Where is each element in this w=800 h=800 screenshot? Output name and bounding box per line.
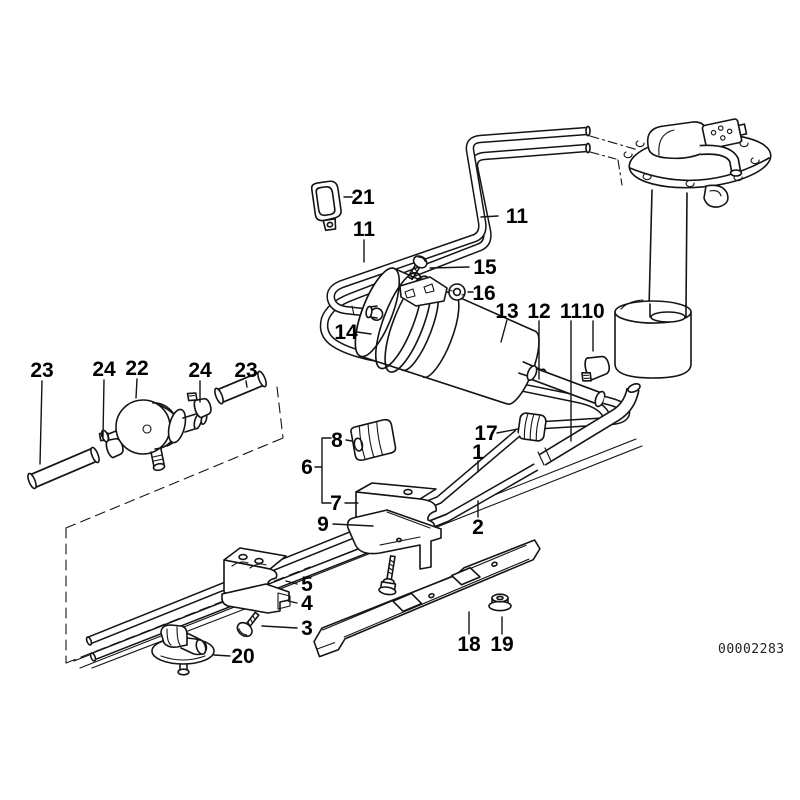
hose-12 — [526, 364, 606, 408]
filter-bracket-tab — [399, 276, 448, 307]
callout-12: 12 — [527, 300, 550, 323]
callout-20: 20 — [231, 645, 254, 668]
callout-22: 22 — [125, 357, 148, 380]
clamp-24-right — [186, 392, 212, 419]
callout-6: 6 — [301, 456, 313, 479]
grommet-17 — [517, 412, 547, 442]
callout-3: 3 — [301, 617, 313, 640]
fuel-sender-unit — [589, 118, 772, 379]
callout-1: 1 — [472, 441, 484, 464]
callout-16: 16 — [472, 282, 495, 305]
screw-3 — [236, 611, 260, 638]
callout-19: 19 — [490, 633, 513, 656]
document-number: 00002283 — [718, 642, 785, 657]
hose-23-right — [214, 370, 267, 405]
leader-lines — [39, 196, 594, 657]
hose-23-left — [27, 446, 100, 490]
callout-14: 14 — [334, 321, 358, 344]
fuel-filter-13 — [354, 267, 558, 405]
callout-8: 8 — [331, 429, 343, 452]
callout-7: 7 — [330, 492, 342, 515]
callout-11-upper-left: 11 — [353, 218, 376, 241]
bracket-plate-9 — [346, 509, 442, 570]
nut-16 — [448, 283, 466, 301]
callout-15: 15 — [473, 256, 497, 279]
callout-9: 9 — [317, 513, 329, 536]
callout-21: 21 — [351, 186, 375, 209]
callout-18: 18 — [457, 633, 481, 656]
callout-5: 5 — [301, 573, 313, 596]
bracket-plate-4 — [221, 583, 291, 614]
screw-long — [378, 555, 397, 596]
heat-shield-18 — [313, 539, 541, 658]
callout-24-left: 24 — [92, 358, 116, 381]
callout-13: 13 — [495, 300, 518, 323]
callout-4: 4 — [301, 592, 313, 615]
callout-23-right: 23 — [234, 359, 257, 382]
nut-19 — [488, 593, 512, 612]
pipe-clip-21 — [310, 180, 342, 232]
rubber-bush-8 — [350, 418, 397, 461]
fuel-pipe-pair-11 — [319, 125, 612, 422]
callout-24-right: 24 — [188, 359, 212, 382]
hose-clamp-10 — [581, 355, 611, 382]
callout-labels: 21 11 11 15 16 13 12 11 10 14 23 24 22 2… — [30, 186, 604, 668]
fuel-pipe-2 — [89, 383, 641, 662]
pressure-valve-22 — [100, 399, 208, 472]
callout-17: 17 — [474, 422, 497, 445]
callout-10: 10 — [581, 300, 604, 323]
rubber-holder-20 — [151, 624, 215, 676]
callout-23-left: 23 — [30, 359, 53, 382]
callout-11-pipe-right: 11 — [506, 205, 529, 228]
callout-11-row: 11 — [560, 300, 583, 323]
callout-2: 2 — [472, 516, 484, 539]
screw-15 — [407, 255, 428, 281]
